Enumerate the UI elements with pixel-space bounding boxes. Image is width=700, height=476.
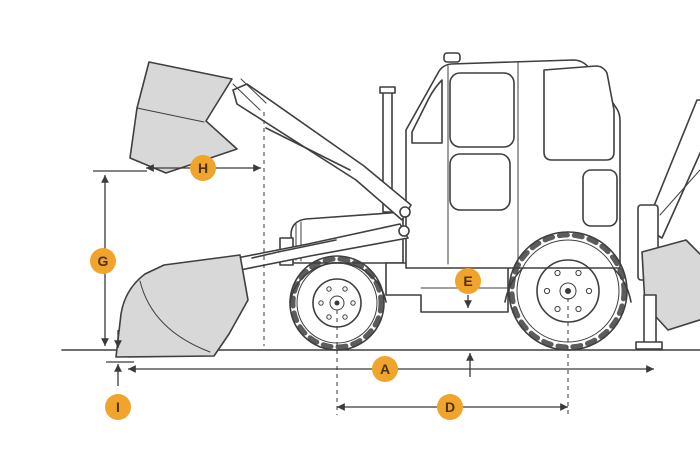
operator-cab [405, 52, 621, 269]
loader-bucket-raised [129, 61, 238, 174]
door-window-lower [449, 153, 511, 211]
badge-label-D: D [445, 399, 455, 415]
rear-window [543, 65, 615, 161]
badge-circle-G [90, 248, 116, 274]
stabilizer-foot [635, 341, 663, 350]
loader-bucket-lowered [115, 254, 249, 358]
rear-backhoe-attachment [635, 99, 700, 350]
badge-label-A: A [380, 361, 390, 377]
badge-circle-I [105, 394, 131, 420]
badge-circle-A [372, 356, 398, 382]
badge-label-H: H [198, 160, 208, 176]
stabilizer-leg [643, 294, 657, 344]
dimension-A: A [128, 356, 654, 382]
loader-arm-raised [232, 78, 412, 221]
roof-beacon [443, 52, 461, 63]
door-window-upper [449, 72, 515, 148]
badge-circle-D [437, 394, 463, 420]
dimension-I: I [105, 330, 131, 420]
dimension-G: G [90, 175, 116, 346]
badge-label-G: G [98, 253, 109, 269]
dimension-E: E [455, 268, 481, 377]
badge-label-I: I [116, 399, 120, 415]
dimension-H: H [146, 155, 261, 181]
dimension-extension-lines [93, 112, 569, 415]
rear-lower-window [582, 169, 618, 227]
badge-label-E: E [463, 273, 472, 289]
windshield [411, 79, 443, 144]
dimension-D: D [337, 394, 568, 420]
badge-circle-H [190, 155, 216, 181]
badge-circle-E [455, 268, 481, 294]
